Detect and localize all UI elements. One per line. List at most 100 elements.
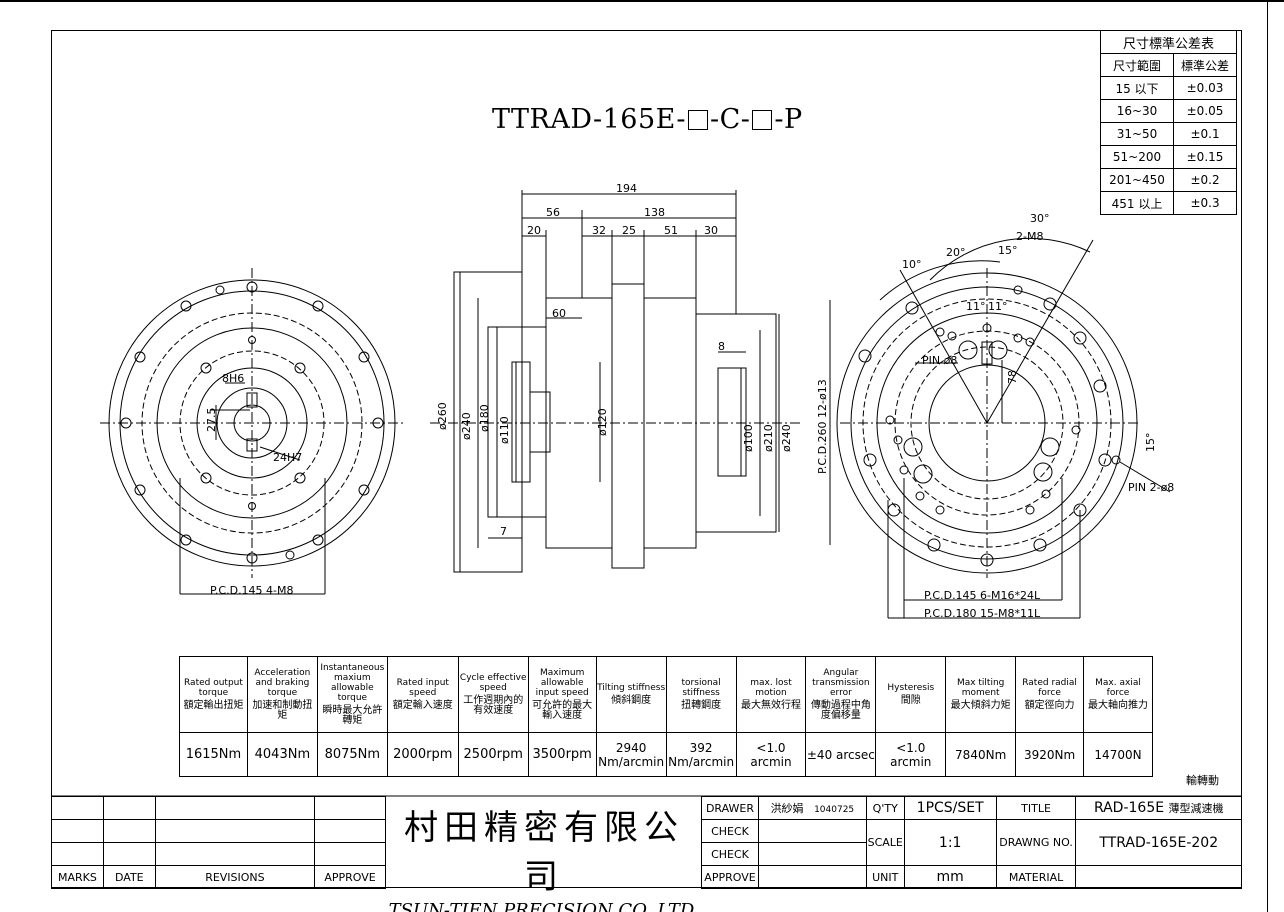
bore-24h7: 24H7 xyxy=(273,451,303,464)
dim-78: 78 xyxy=(1006,370,1019,384)
dia-110: ø110 xyxy=(498,416,511,444)
tolerance-value: ±0.03 xyxy=(1173,76,1237,100)
pin-hole xyxy=(1033,462,1053,482)
drawer-info: 洪紗娟 1040725 xyxy=(757,796,867,820)
angle-15b: 15° xyxy=(1144,432,1157,453)
flange-hole xyxy=(312,300,324,312)
flange-hole xyxy=(180,300,192,312)
dim-51: 51 xyxy=(664,224,678,237)
dia-240b: ø240 xyxy=(780,424,793,452)
pcd145-label: P.C.D.145 6-M16*24L xyxy=(924,589,1041,602)
dim-8: 8 xyxy=(718,340,725,353)
dim-7: 7 xyxy=(500,525,507,538)
angle-arc xyxy=(929,237,1091,281)
tolerance-range: 16~30 xyxy=(1099,99,1175,123)
angle-11a: 11° xyxy=(966,300,986,313)
spec-value: 2500rpm xyxy=(457,732,529,777)
flange-hole xyxy=(134,484,146,496)
right-border-line xyxy=(1267,0,1268,912)
drawing-title: TTRAD-165E--C--P xyxy=(492,104,803,135)
tap-hole xyxy=(294,362,306,374)
dim-60: 60 xyxy=(552,307,566,320)
tolerance-range: 451 以上 xyxy=(1099,191,1175,215)
flange-hole xyxy=(358,484,370,496)
angle-10: 10° xyxy=(902,258,922,271)
pin-hole xyxy=(958,340,978,360)
left-view xyxy=(100,268,404,595)
flange-hole xyxy=(312,534,324,546)
angle-20: 20° xyxy=(946,246,966,259)
dia-240: ø240 xyxy=(460,412,473,440)
spec-value-row: 1615Nm 4043Nm 8075Nm 2000rpm 2500rpm 350… xyxy=(179,732,1153,777)
flange-hole xyxy=(372,417,384,429)
tap-hole xyxy=(200,472,212,484)
flange-hole xyxy=(863,453,877,467)
top-border-line xyxy=(0,0,1284,2)
qty-value: 1PCS/SET xyxy=(903,796,997,820)
spec-value: 392 Nm/arcmin xyxy=(665,732,737,777)
pin-2-8-label: PIN 2-ø8 xyxy=(1128,481,1175,494)
tap-hole xyxy=(1111,455,1121,465)
qty-label: Q'TY xyxy=(865,796,905,820)
pcd260-label: P.C.D.260 12-ø13 xyxy=(816,379,829,474)
spec-value: 8075Nm xyxy=(316,732,388,777)
check-label-1: CHECK xyxy=(701,819,759,843)
revisions-label: REVISIONS xyxy=(154,865,316,889)
dim-25: 25 xyxy=(622,224,636,237)
tap-hole xyxy=(885,415,895,425)
tap-hole xyxy=(915,491,925,501)
flange-hole xyxy=(134,351,146,363)
spec-value: 3920Nm xyxy=(1015,732,1085,777)
spec-value: 1615Nm xyxy=(179,732,248,777)
tolerance-value: ±0.1 xyxy=(1173,122,1237,146)
spec-value: 2000rpm xyxy=(386,732,459,777)
flange-hole xyxy=(120,417,132,429)
tap-hole xyxy=(1025,505,1035,515)
flange-hole xyxy=(1098,453,1112,467)
dim-20: 20 xyxy=(527,224,541,237)
drawing-no-label: DRAWNG NO. xyxy=(995,819,1077,866)
spec-value: 7840Nm xyxy=(945,732,1017,777)
dia-120: ø120 xyxy=(596,408,609,436)
scale-value: 1:1 xyxy=(903,819,997,866)
flange-hole xyxy=(905,301,919,315)
tap-hole xyxy=(200,362,212,374)
check-label-2: CHECK xyxy=(701,842,759,866)
tolerance-value: ±0.3 xyxy=(1173,191,1237,215)
flange-hole xyxy=(1093,379,1107,393)
dia-210: ø210 xyxy=(762,424,775,452)
spec-value: 2940 Nm/arcmin xyxy=(595,732,667,777)
tap-hole xyxy=(1071,425,1081,435)
pin-hole xyxy=(285,550,295,560)
bearing xyxy=(529,391,551,453)
tolerance-caption: 尺寸標準公差表 xyxy=(1100,30,1237,54)
pin-hole xyxy=(215,285,225,295)
approve-label: APPROVE xyxy=(314,865,386,889)
unit-label: UNIT xyxy=(865,865,905,889)
revisions-table: MARKS DATE REVISIONS APPROVE xyxy=(51,796,386,889)
tap-hole xyxy=(893,435,903,445)
tap-hole xyxy=(1041,489,1051,499)
angle-leader xyxy=(899,269,988,424)
unit-value: mm xyxy=(903,865,997,889)
drawing-frame xyxy=(51,30,1242,888)
note-label: 輸轉動 xyxy=(1186,774,1219,787)
keyway-8h6: 8H6 xyxy=(222,372,245,385)
material-label: MATERIAL xyxy=(995,865,1077,889)
tolerance-table: 尺寸標準公差表 尺寸範圍 標準公差 15 以下±0.03 16~30±0.05 … xyxy=(1099,30,1237,215)
spec-value: 4043Nm xyxy=(246,732,318,777)
drawing-no-value: TTRAD-165E-202 xyxy=(1075,819,1242,866)
tap-hole xyxy=(947,331,957,341)
